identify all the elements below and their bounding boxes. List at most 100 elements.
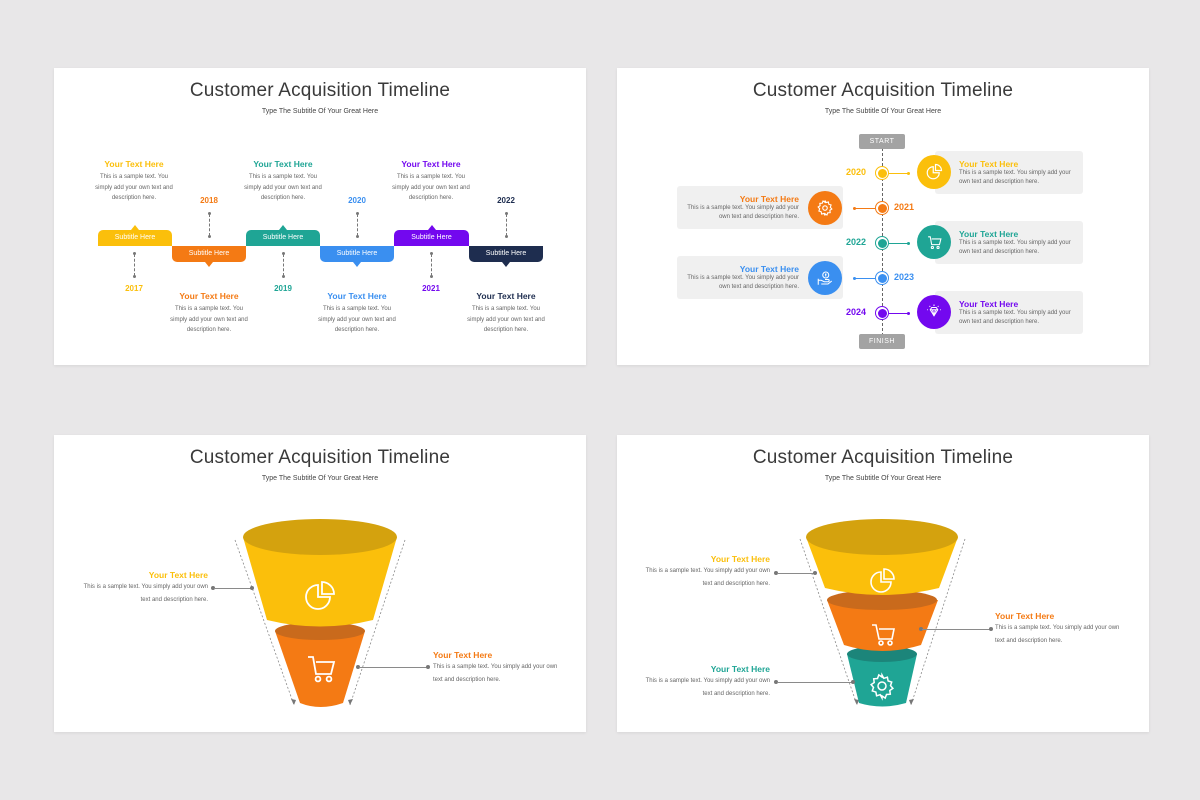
stage-heading: Your Text Here	[433, 650, 493, 660]
card-description: This is a sample text. You simply add yo…	[959, 310, 1071, 325]
pie-chart-icon	[917, 155, 951, 189]
card-description: This is a sample text. You simply add yo…	[687, 205, 799, 220]
card-description: This is a sample text. You simply add yo…	[959, 170, 1071, 185]
slide-subtitle: Type The Subtitle Of Your Great Here	[824, 108, 942, 115]
card-text: Your Text Here This is a sample text. Yo…	[679, 264, 799, 292]
gear-icon	[808, 191, 842, 225]
step-description: This is a sample text. You simply add yo…	[170, 306, 248, 333]
timeline-step-text: Your Text Here This is a sample text. Yo…	[466, 291, 546, 336]
diamond-icon	[917, 295, 951, 329]
slide-subtitle: Type The Subtitle Of Your Great Here	[261, 475, 379, 482]
stage-heading: Your Text Here	[710, 664, 770, 674]
timeline-node	[875, 236, 889, 250]
funnel-stage-text: Your Text Here This is a sample text. Yo…	[995, 611, 1130, 648]
step-description: This is a sample text. You simply add yo…	[244, 174, 322, 201]
timeline-step-text: Your Text Here This is a sample text. Yo…	[243, 159, 323, 204]
card-text: Your Text Here This is a sample text. Yo…	[959, 299, 1077, 327]
step-heading: Your Text Here	[179, 291, 239, 301]
year-label: 2021	[422, 284, 440, 293]
step-heading: Your Text Here	[104, 159, 164, 169]
year-label: 2020	[846, 167, 867, 177]
card-heading: Your Text Here	[959, 229, 1019, 239]
timeline-node	[875, 166, 889, 180]
block-label: Subtitle Here	[188, 250, 230, 257]
block-label: Subtitle Here	[262, 234, 304, 241]
card-description: This is a sample text. You simply add yo…	[687, 275, 799, 290]
card-heading: Your Text Here	[959, 159, 1019, 169]
block-label: Subtitle Here	[485, 250, 527, 257]
card-description: This is a sample text. You simply add yo…	[959, 240, 1071, 255]
timeline-block: Subtitle Here	[320, 246, 394, 267]
start-label: START	[859, 134, 905, 149]
timeline-step-text: Your Text Here This is a sample text. Yo…	[94, 159, 174, 204]
slide-funnel-two-stage: Customer Acquisition Timeline Type The S…	[54, 435, 586, 732]
year-label: 2020	[348, 196, 366, 205]
year-label: 2019	[274, 284, 292, 293]
slide-funnel-three-stage: Customer Acquisition Timeline Type The S…	[617, 435, 1149, 732]
slide-subtitle: Type The Subtitle Of Your Great Here	[824, 475, 942, 482]
funnel-stage-text: Your Text Here This is a sample text. Yo…	[74, 570, 208, 607]
block-label: Subtitle Here	[336, 250, 378, 257]
stage-description: This is a sample text. You simply add yo…	[433, 664, 558, 683]
funnel-stage-text: Your Text Here This is a sample text. Yo…	[637, 664, 770, 701]
timeline-step-text: Your Text Here This is a sample text. Yo…	[317, 291, 397, 336]
timeline-block: Subtitle Here	[394, 225, 469, 246]
timeline-card: Your Text Here This is a sample text. Yo…	[935, 291, 1083, 334]
stage-heading: Your Text Here	[710, 554, 770, 564]
block-label: Subtitle Here	[411, 234, 452, 241]
slide-subtitle: Type The Subtitle Of Your Great Here	[261, 108, 379, 115]
finish-label: FINISH	[859, 334, 905, 349]
slide-vertical-timeline: Customer Acquisition Timeline Type The S…	[617, 68, 1149, 365]
year-label: 2018	[200, 196, 218, 205]
timeline-block: Subtitle Here	[172, 246, 246, 267]
funnel-stage-text: Your Text Here This is a sample text. Yo…	[433, 650, 568, 687]
timeline-block: Subtitle Here	[469, 246, 543, 267]
step-heading: Your Text Here	[253, 159, 313, 169]
timeline-step-text: Your Text Here This is a sample text. Yo…	[391, 159, 471, 204]
stage-heading: Your Text Here	[995, 611, 1055, 621]
card-text: Your Text Here This is a sample text. Yo…	[959, 159, 1077, 187]
card-heading: Your Text Here	[959, 299, 1019, 309]
funnel-graphic	[799, 519, 966, 707]
slide-title: Customer Acquisition Timeline	[752, 80, 1014, 101]
block-label: Subtitle Here	[114, 234, 156, 241]
year-label: 2023	[894, 272, 915, 282]
slide-title: Customer Acquisition Timeline	[189, 447, 451, 468]
timeline-block: Subtitle Here	[98, 225, 172, 246]
year-label: 2022	[846, 237, 867, 247]
step-description: This is a sample text. You simply add yo…	[467, 306, 545, 333]
stage-description: This is a sample text. You simply add yo…	[645, 678, 770, 697]
slide-horizontal-timeline: Customer Acquisition Timeline Type The S…	[54, 68, 586, 365]
slide-title: Customer Acquisition Timeline	[752, 447, 1014, 468]
year-label: 2021	[894, 202, 915, 212]
step-description: This is a sample text. You simply add yo…	[95, 174, 173, 201]
year-label: 2017	[125, 284, 143, 293]
stage-description: This is a sample text. You simply add yo…	[83, 584, 208, 603]
step-description: This is a sample text. You simply add yo…	[392, 174, 470, 201]
timeline-card: Your Text Here This is a sample text. Yo…	[935, 151, 1083, 194]
stage-description: This is a sample text. You simply add yo…	[995, 625, 1120, 644]
step-heading: Your Text Here	[327, 291, 387, 301]
stage-heading: Your Text Here	[148, 570, 208, 580]
cart-icon	[917, 225, 951, 259]
money-hand-icon	[808, 261, 842, 295]
timeline-node	[875, 201, 889, 215]
timeline-block: Subtitle Here	[246, 225, 320, 246]
funnel-graphic	[234, 519, 406, 707]
timeline-card: Your Text Here This is a sample text. Yo…	[935, 221, 1083, 264]
card-text: Your Text Here This is a sample text. Yo…	[679, 194, 799, 222]
timeline-node	[875, 271, 889, 285]
step-description: This is a sample text. You simply add yo…	[318, 306, 396, 333]
slide-title: Customer Acquisition Timeline	[189, 80, 451, 101]
step-heading: Your Text Here	[476, 291, 536, 301]
year-label: 2024	[846, 307, 867, 317]
step-heading: Your Text Here	[401, 159, 461, 169]
year-label: 2022	[497, 196, 515, 205]
stage-description: This is a sample text. You simply add yo…	[645, 568, 770, 587]
timeline-step-text: Your Text Here This is a sample text. Yo…	[169, 291, 249, 336]
timeline-node	[875, 306, 889, 320]
card-text: Your Text Here This is a sample text. Yo…	[959, 229, 1077, 257]
card-heading: Your Text Here	[739, 264, 799, 274]
card-heading: Your Text Here	[739, 194, 799, 204]
funnel-stage-text: Your Text Here This is a sample text. Yo…	[637, 554, 770, 591]
